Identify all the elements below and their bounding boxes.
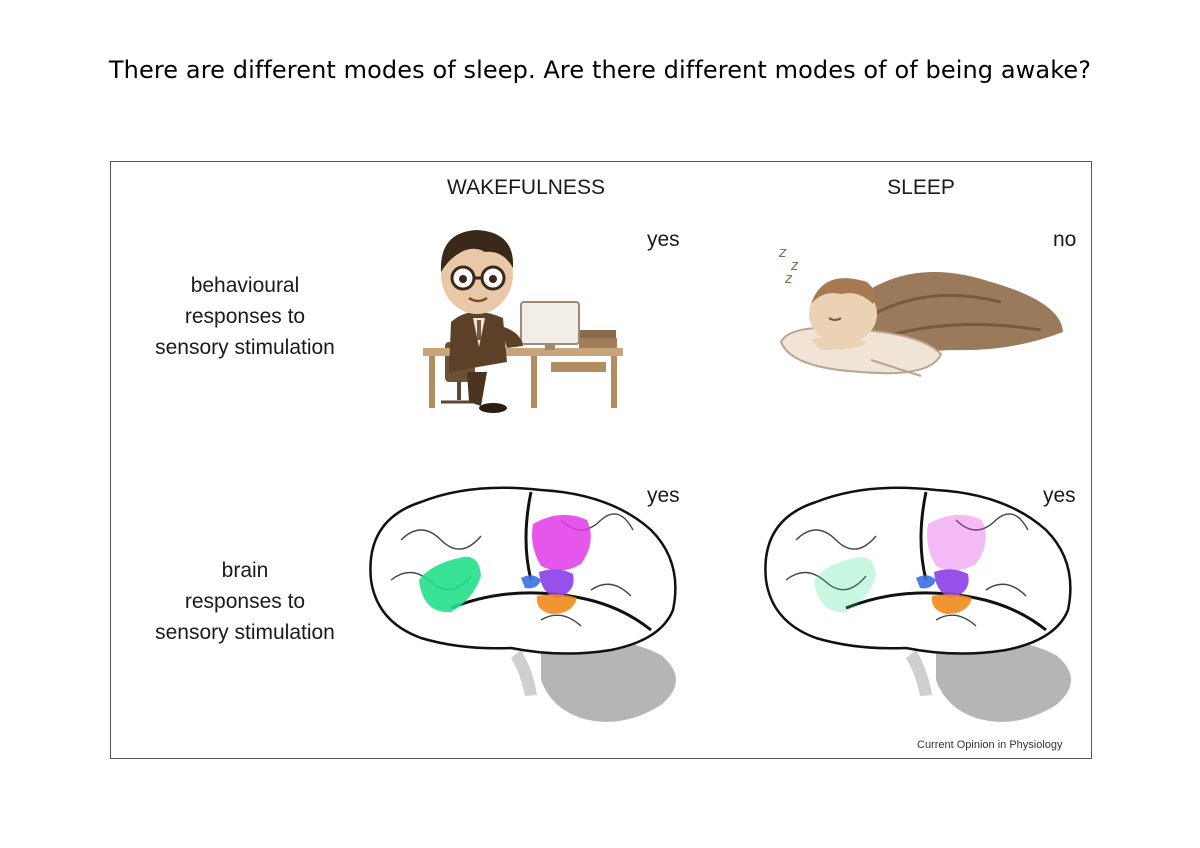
answer-behaviour-wake: yes: [647, 228, 680, 251]
brain-sleep-diagram: [764, 486, 1072, 722]
slide-title: There are different modes of sleep. Are …: [108, 56, 1092, 84]
sleep-z-glyphs: z z z: [779, 244, 799, 287]
brain-wakefulness-diagram: [369, 486, 677, 722]
column-header-wakefulness: WAKEFULNESS: [447, 176, 605, 199]
row-label-brain: brain responses to sensory stimulation: [155, 559, 335, 644]
answer-brain-wake: yes: [647, 484, 680, 507]
column-header-sleep: SLEEP: [887, 176, 955, 199]
sleeping-child-illustration: [779, 272, 1063, 377]
answer-brain-sleep: yes: [1043, 484, 1076, 507]
figure-panel: WAKEFULNESS SLEEP behavioural responses …: [110, 161, 1092, 759]
figure-credit: Current Opinion in Physiology: [917, 739, 1063, 751]
answer-behaviour-sleep: no: [1053, 228, 1077, 251]
row-label-behavioural: behavioural responses to sensory stimula…: [155, 274, 335, 359]
awake-person-at-desk-illustration: [423, 230, 623, 413]
